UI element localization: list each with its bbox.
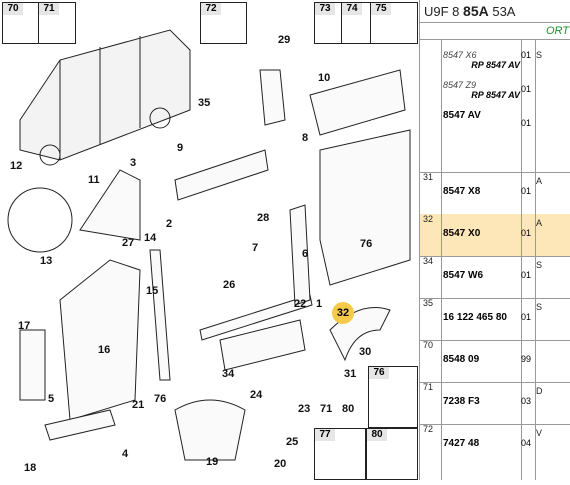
table-row[interactable]: 72 7427 48 04 V xyxy=(420,424,570,480)
callout-1[interactable]: 1 xyxy=(316,298,323,310)
callout-76b[interactable]: 76 xyxy=(154,393,167,405)
callout-11[interactable]: 11 xyxy=(88,174,100,186)
callout-30[interactable]: 30 xyxy=(359,346,372,358)
callout-7[interactable]: 7 xyxy=(252,242,259,254)
callout-32-highlighted[interactable]: 32 xyxy=(332,302,354,324)
callout-23[interactable]: 23 xyxy=(298,403,311,415)
callout-34[interactable]: 34 xyxy=(222,368,235,380)
callout-80[interactable]: 80 xyxy=(342,403,355,415)
thumb-77[interactable]: 77 xyxy=(314,428,366,480)
callout-35[interactable]: 35 xyxy=(198,97,211,109)
callout-29[interactable]: 29 xyxy=(278,34,291,46)
callout-18[interactable]: 18 xyxy=(24,462,37,474)
callout-25[interactable]: 25 xyxy=(286,436,299,448)
table-row[interactable]: 71 7238 F3 03 D xyxy=(420,382,570,425)
callout-21[interactable]: 21 xyxy=(132,399,145,411)
callout-26[interactable]: 26 xyxy=(223,279,236,291)
callout-31[interactable]: 31 xyxy=(344,368,357,380)
thumb-75[interactable]: 75 xyxy=(370,2,418,44)
catalog-header: U9F 8 85A 53A xyxy=(420,0,570,23)
callout-9[interactable]: 9 xyxy=(177,142,184,154)
thumb-80[interactable]: 80 xyxy=(366,428,418,480)
table-row[interactable]: 8547 X6 RP 8547 AV 8547 Z9 RP 8547 AV 85… xyxy=(420,40,570,173)
callout-13[interactable]: 13 xyxy=(40,255,53,267)
callout-28[interactable]: 28 xyxy=(257,212,270,224)
table-row-selected[interactable]: 32 8547 X0 01 A xyxy=(420,214,570,257)
thumb-70[interactable]: 70 xyxy=(2,2,40,44)
callout-15[interactable]: 15 xyxy=(146,285,159,297)
section-subheader: ORT xyxy=(420,23,570,40)
thumb-71[interactable]: 71 xyxy=(38,2,76,44)
thumb-72[interactable]: 72 xyxy=(200,2,247,44)
table-row[interactable]: 31 8547 X8 01 A xyxy=(420,172,570,215)
callout-12[interactable]: 12 xyxy=(10,160,23,172)
parts-list-panel: U9F 8 85A 53A ORT 8547 X6 RP 8547 AV 854… xyxy=(419,0,570,480)
callout-71[interactable]: 71 xyxy=(320,403,333,415)
callout-16[interactable]: 16 xyxy=(98,344,111,356)
parts-diagram: 70 71 72 73 74 75 76 77 80 10 29 35 8 9 … xyxy=(0,0,419,480)
callout-19[interactable]: 19 xyxy=(206,456,219,468)
callout-76a[interactable]: 76 xyxy=(360,238,373,250)
table-row[interactable]: 34 8547 W6 01 S xyxy=(420,256,570,299)
thumb-76[interactable]: 76 xyxy=(368,366,418,428)
exploded-view-drawing xyxy=(7,29,411,461)
table-row[interactable]: 70 8548 09 99 xyxy=(420,340,570,383)
callout-27[interactable]: 27 xyxy=(122,237,135,249)
callout-2[interactable]: 2 xyxy=(166,218,173,230)
callout-3[interactable]: 3 xyxy=(130,157,137,169)
table-row[interactable]: 35 16 122 465 80 01 S xyxy=(420,298,570,341)
callout-5[interactable]: 5 xyxy=(48,393,55,405)
callout-17[interactable]: 17 xyxy=(18,320,31,332)
callout-14[interactable]: 14 xyxy=(144,232,157,244)
callout-20[interactable]: 20 xyxy=(274,458,287,470)
callout-6[interactable]: 6 xyxy=(302,248,309,260)
callout-4[interactable]: 4 xyxy=(122,448,129,460)
callout-22[interactable]: 22 xyxy=(294,298,307,310)
callout-8[interactable]: 8 xyxy=(302,132,309,144)
callout-10[interactable]: 10 xyxy=(318,72,331,84)
callout-24[interactable]: 24 xyxy=(250,389,263,401)
